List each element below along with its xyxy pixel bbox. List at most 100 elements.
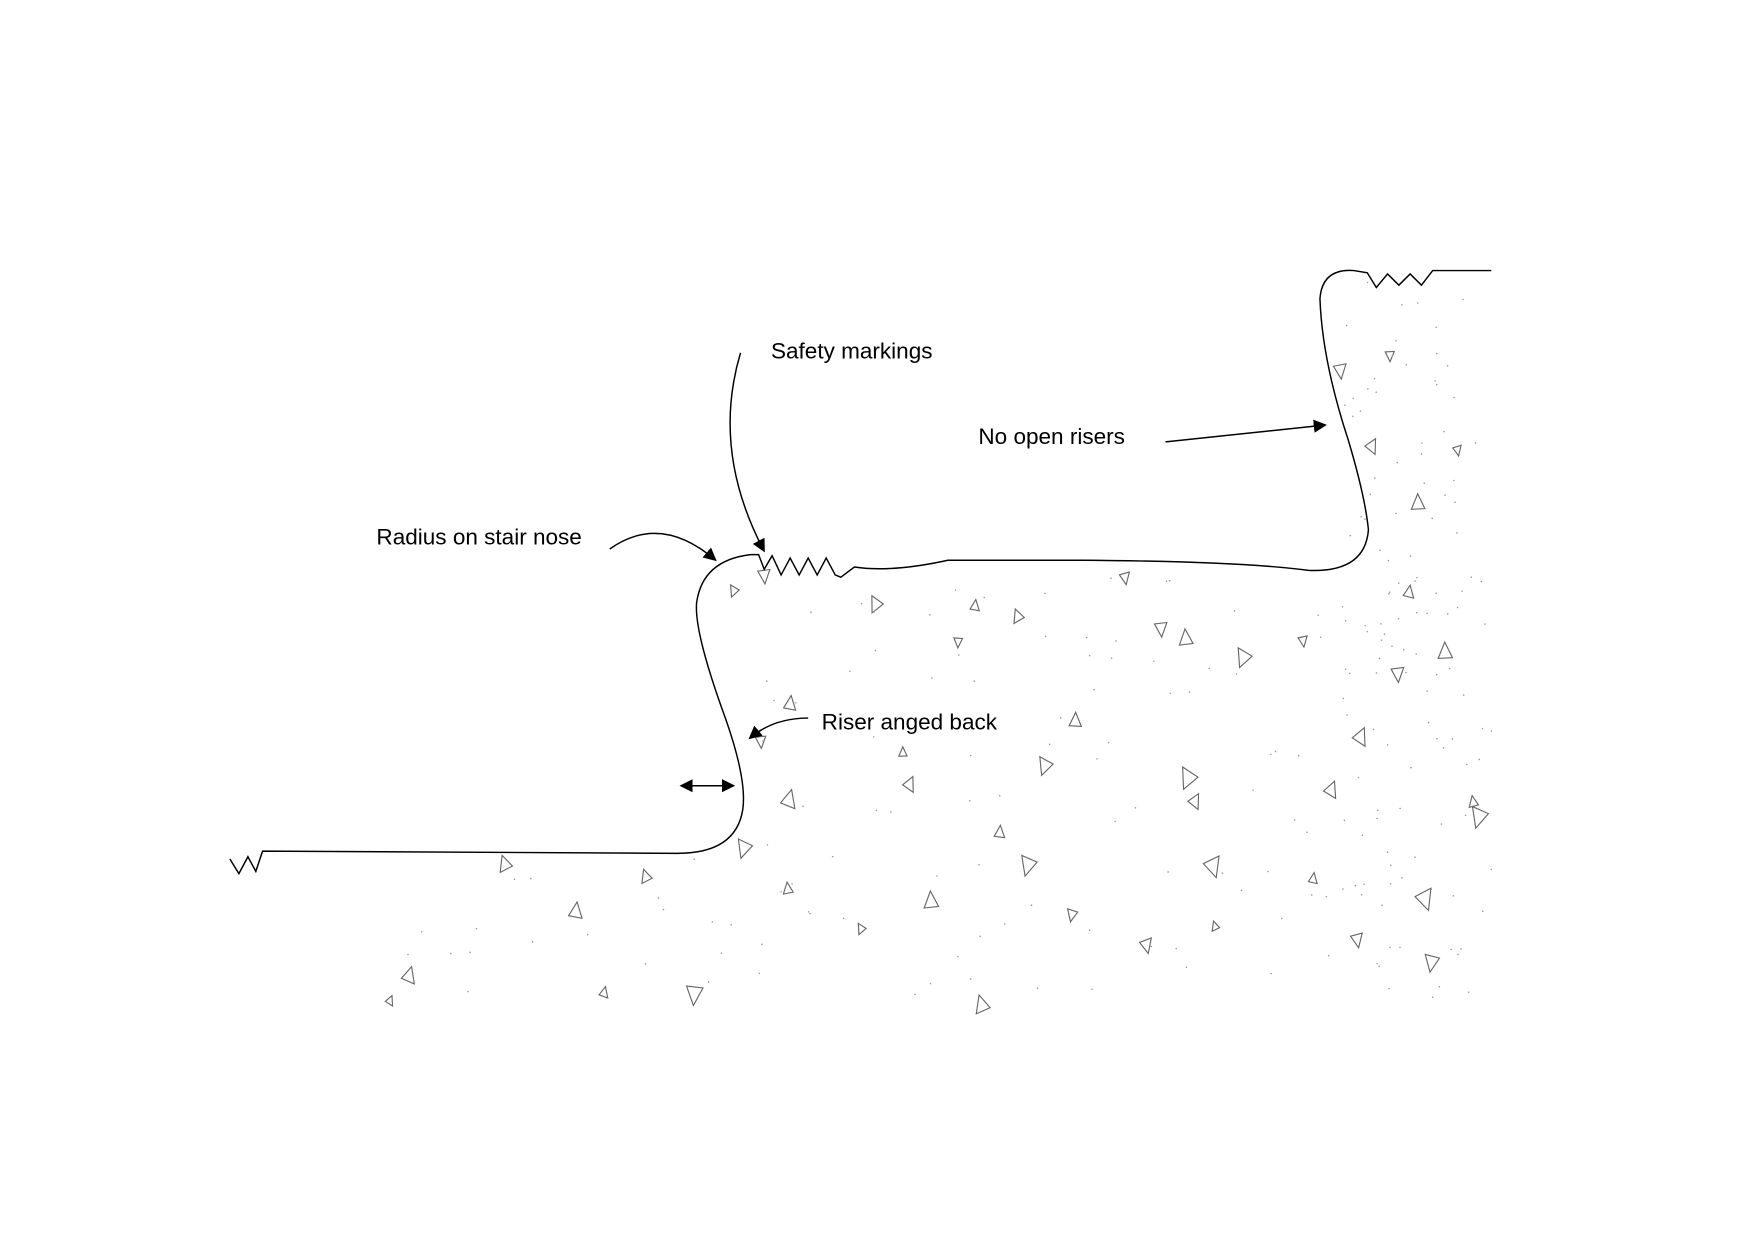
- aggregate-dot: [874, 649, 877, 652]
- aggregate-dot: [1435, 673, 1438, 676]
- aggregate-dot: [1460, 948, 1462, 950]
- aggregate-dot: [1342, 888, 1344, 890]
- aggregate-dot: [513, 878, 516, 881]
- aggregate-triangle: [1186, 792, 1200, 811]
- aggregate-dot: [475, 927, 478, 930]
- aggregate-triangle: [1410, 492, 1426, 510]
- aggregate-dot: [1420, 453, 1423, 455]
- aggregate-dot: [1293, 819, 1296, 821]
- aggregate-dot: [954, 589, 957, 591]
- aggregate-dot: [1235, 673, 1238, 675]
- aggregate-dot: [1470, 576, 1473, 578]
- aggregate-dot: [1352, 397, 1354, 400]
- aggregate-triangle: [754, 735, 767, 750]
- aggregate-dot: [1467, 991, 1470, 993]
- aggregate-dot: [1267, 870, 1269, 873]
- aggregate-dot: [1088, 929, 1091, 932]
- aggregate-dot: [1375, 672, 1378, 674]
- aggregate-dot: [730, 924, 732, 926]
- aggregate-dot: [1093, 688, 1095, 691]
- aggregate-triangle: [756, 568, 771, 586]
- aggregate-dot: [969, 754, 972, 757]
- aggregate-dot: [1240, 889, 1243, 892]
- aggregate-dot: [1344, 620, 1347, 622]
- aggregate-dot: [1386, 744, 1389, 746]
- aggregate-dot: [657, 897, 660, 899]
- aggregate-dot: [1349, 672, 1351, 675]
- aggregate-triangle: [641, 868, 654, 885]
- aggregate-dot: [1386, 851, 1389, 854]
- aggregate-triangle: [1039, 755, 1055, 777]
- aggregate-dot: [1490, 868, 1492, 871]
- aggregate-dot: [1343, 819, 1346, 822]
- aggregate-triangle: [1202, 854, 1220, 879]
- aggregate-dot: [1464, 814, 1467, 817]
- aggregate-triangle: [1471, 805, 1490, 830]
- aggregate-dot: [1044, 592, 1046, 595]
- aggregate-dot: [711, 921, 714, 923]
- aggregate-dot: [983, 596, 986, 599]
- aggregate-dot: [1110, 657, 1113, 659]
- aggregate-dot: [873, 611, 876, 613]
- aggregate-dot: [467, 990, 469, 993]
- aggregate-dot: [1440, 823, 1443, 825]
- aggregate-dot: [1363, 883, 1365, 885]
- aggregate-dot: [1376, 962, 1378, 965]
- aggregate-triangle: [897, 745, 908, 757]
- aggregate-triangle: [1322, 780, 1337, 800]
- aggregate-dot: [1453, 396, 1455, 399]
- aggregate-dot: [1375, 391, 1377, 393]
- aggregate-dot: [1345, 324, 1348, 327]
- radius-arrow: [609, 532, 717, 562]
- aggregate-dot: [1452, 895, 1455, 897]
- aggregate-dot: [1435, 383, 1438, 386]
- aggregate-dot: [1405, 363, 1408, 366]
- aggregate-dot: [1168, 579, 1171, 582]
- aggregate-triangle: [901, 775, 914, 794]
- aggregate-dot: [1346, 714, 1348, 716]
- label-radius-stair-nose: Radius on stair nose: [376, 524, 581, 549]
- aggregate-triangle: [993, 823, 1006, 839]
- aggregate-dot: [1478, 758, 1481, 761]
- aggregate-dot: [1401, 877, 1403, 879]
- aggregate-dot: [1110, 577, 1112, 579]
- aggregate-triangle: [1237, 646, 1254, 669]
- aggregate-triangle: [598, 985, 609, 999]
- aggregate-triangle: [400, 965, 416, 985]
- aggregate-dot: [773, 699, 775, 702]
- aggregate-dot: [973, 680, 976, 682]
- aggregate-dot: [1474, 442, 1477, 444]
- aggregate-dot: [1175, 947, 1178, 950]
- aggregate-dot: [1360, 893, 1363, 896]
- aggregate-dot: [1383, 633, 1386, 635]
- aggregate-dot: [1456, 606, 1459, 609]
- aggregate-dot: [1453, 479, 1455, 482]
- aggregate-dot: [766, 844, 769, 846]
- riser-angled-arrow: [748, 717, 809, 740]
- aggregate-dot: [1306, 831, 1308, 834]
- aggregate-triangle: [953, 637, 964, 650]
- aggregate-triangle: [1384, 350, 1396, 364]
- aggregate-dot: [1221, 872, 1224, 874]
- aggregate-dot: [1270, 753, 1272, 756]
- aggregate-dot: [807, 911, 810, 913]
- aggregate-triangle: [1182, 765, 1199, 791]
- aggregate-dot: [1096, 758, 1098, 760]
- aggregate-dot: [1310, 894, 1313, 896]
- aggregate-triangle: [1013, 607, 1026, 625]
- aggregate-triangle: [499, 854, 514, 874]
- aggregate-triangle: [1363, 437, 1377, 456]
- aggregate-triangle: [1153, 621, 1168, 639]
- aggregate-dot: [1401, 304, 1403, 306]
- aggregate-dot: [1399, 946, 1401, 949]
- aggregate-dot: [529, 877, 532, 880]
- concrete-aggregate: [384, 281, 1493, 1015]
- aggregate-dot: [720, 952, 723, 954]
- aggregate-dot: [1376, 817, 1378, 820]
- aggregate-dot: [1352, 415, 1354, 418]
- aggregate-dot: [450, 952, 452, 955]
- aggregate-dot: [1381, 904, 1383, 906]
- aggregate-dot: [586, 933, 589, 936]
- aggregate-dot: [914, 993, 916, 996]
- aggregate-dot: [1341, 606, 1344, 608]
